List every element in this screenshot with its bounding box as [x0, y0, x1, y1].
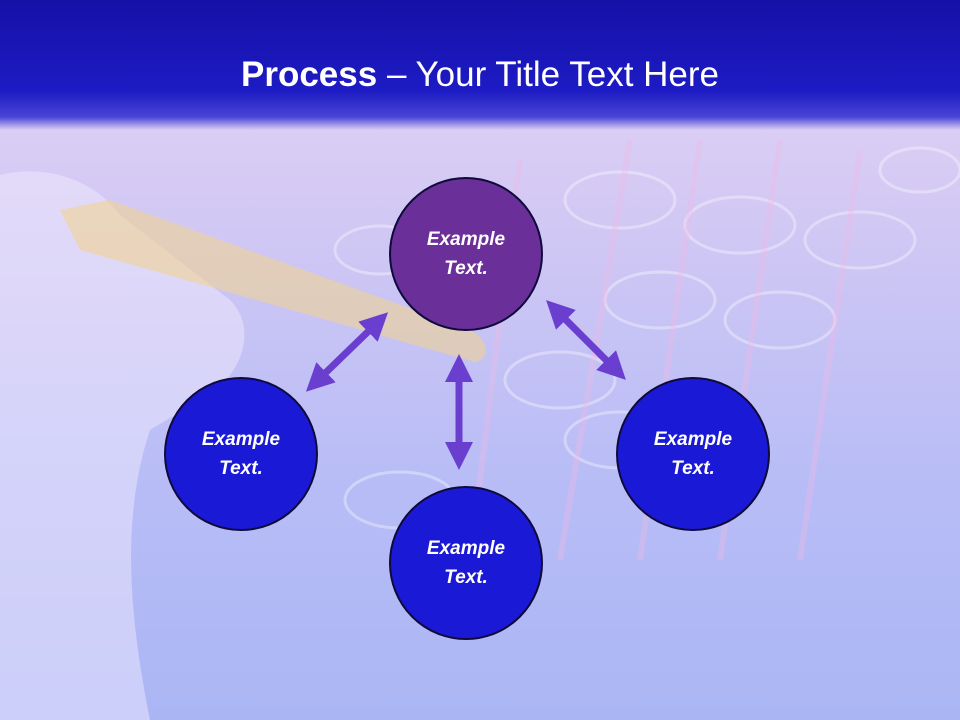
node-bottom: Example Text. [389, 486, 543, 640]
glove-shape [0, 171, 245, 720]
arrow-top-right [546, 300, 626, 380]
title-bold: Process [241, 55, 378, 94]
slide-title: Process – Your Title Text Here [0, 54, 960, 96]
title-rest: – Your Title Text Here [377, 55, 719, 94]
node-right: Example Text. [616, 377, 770, 531]
arrow-top-left [305, 312, 389, 392]
title-bar [0, 0, 960, 130]
node-left: Example Text. [164, 377, 318, 531]
node-top: Example Text. [389, 177, 543, 331]
